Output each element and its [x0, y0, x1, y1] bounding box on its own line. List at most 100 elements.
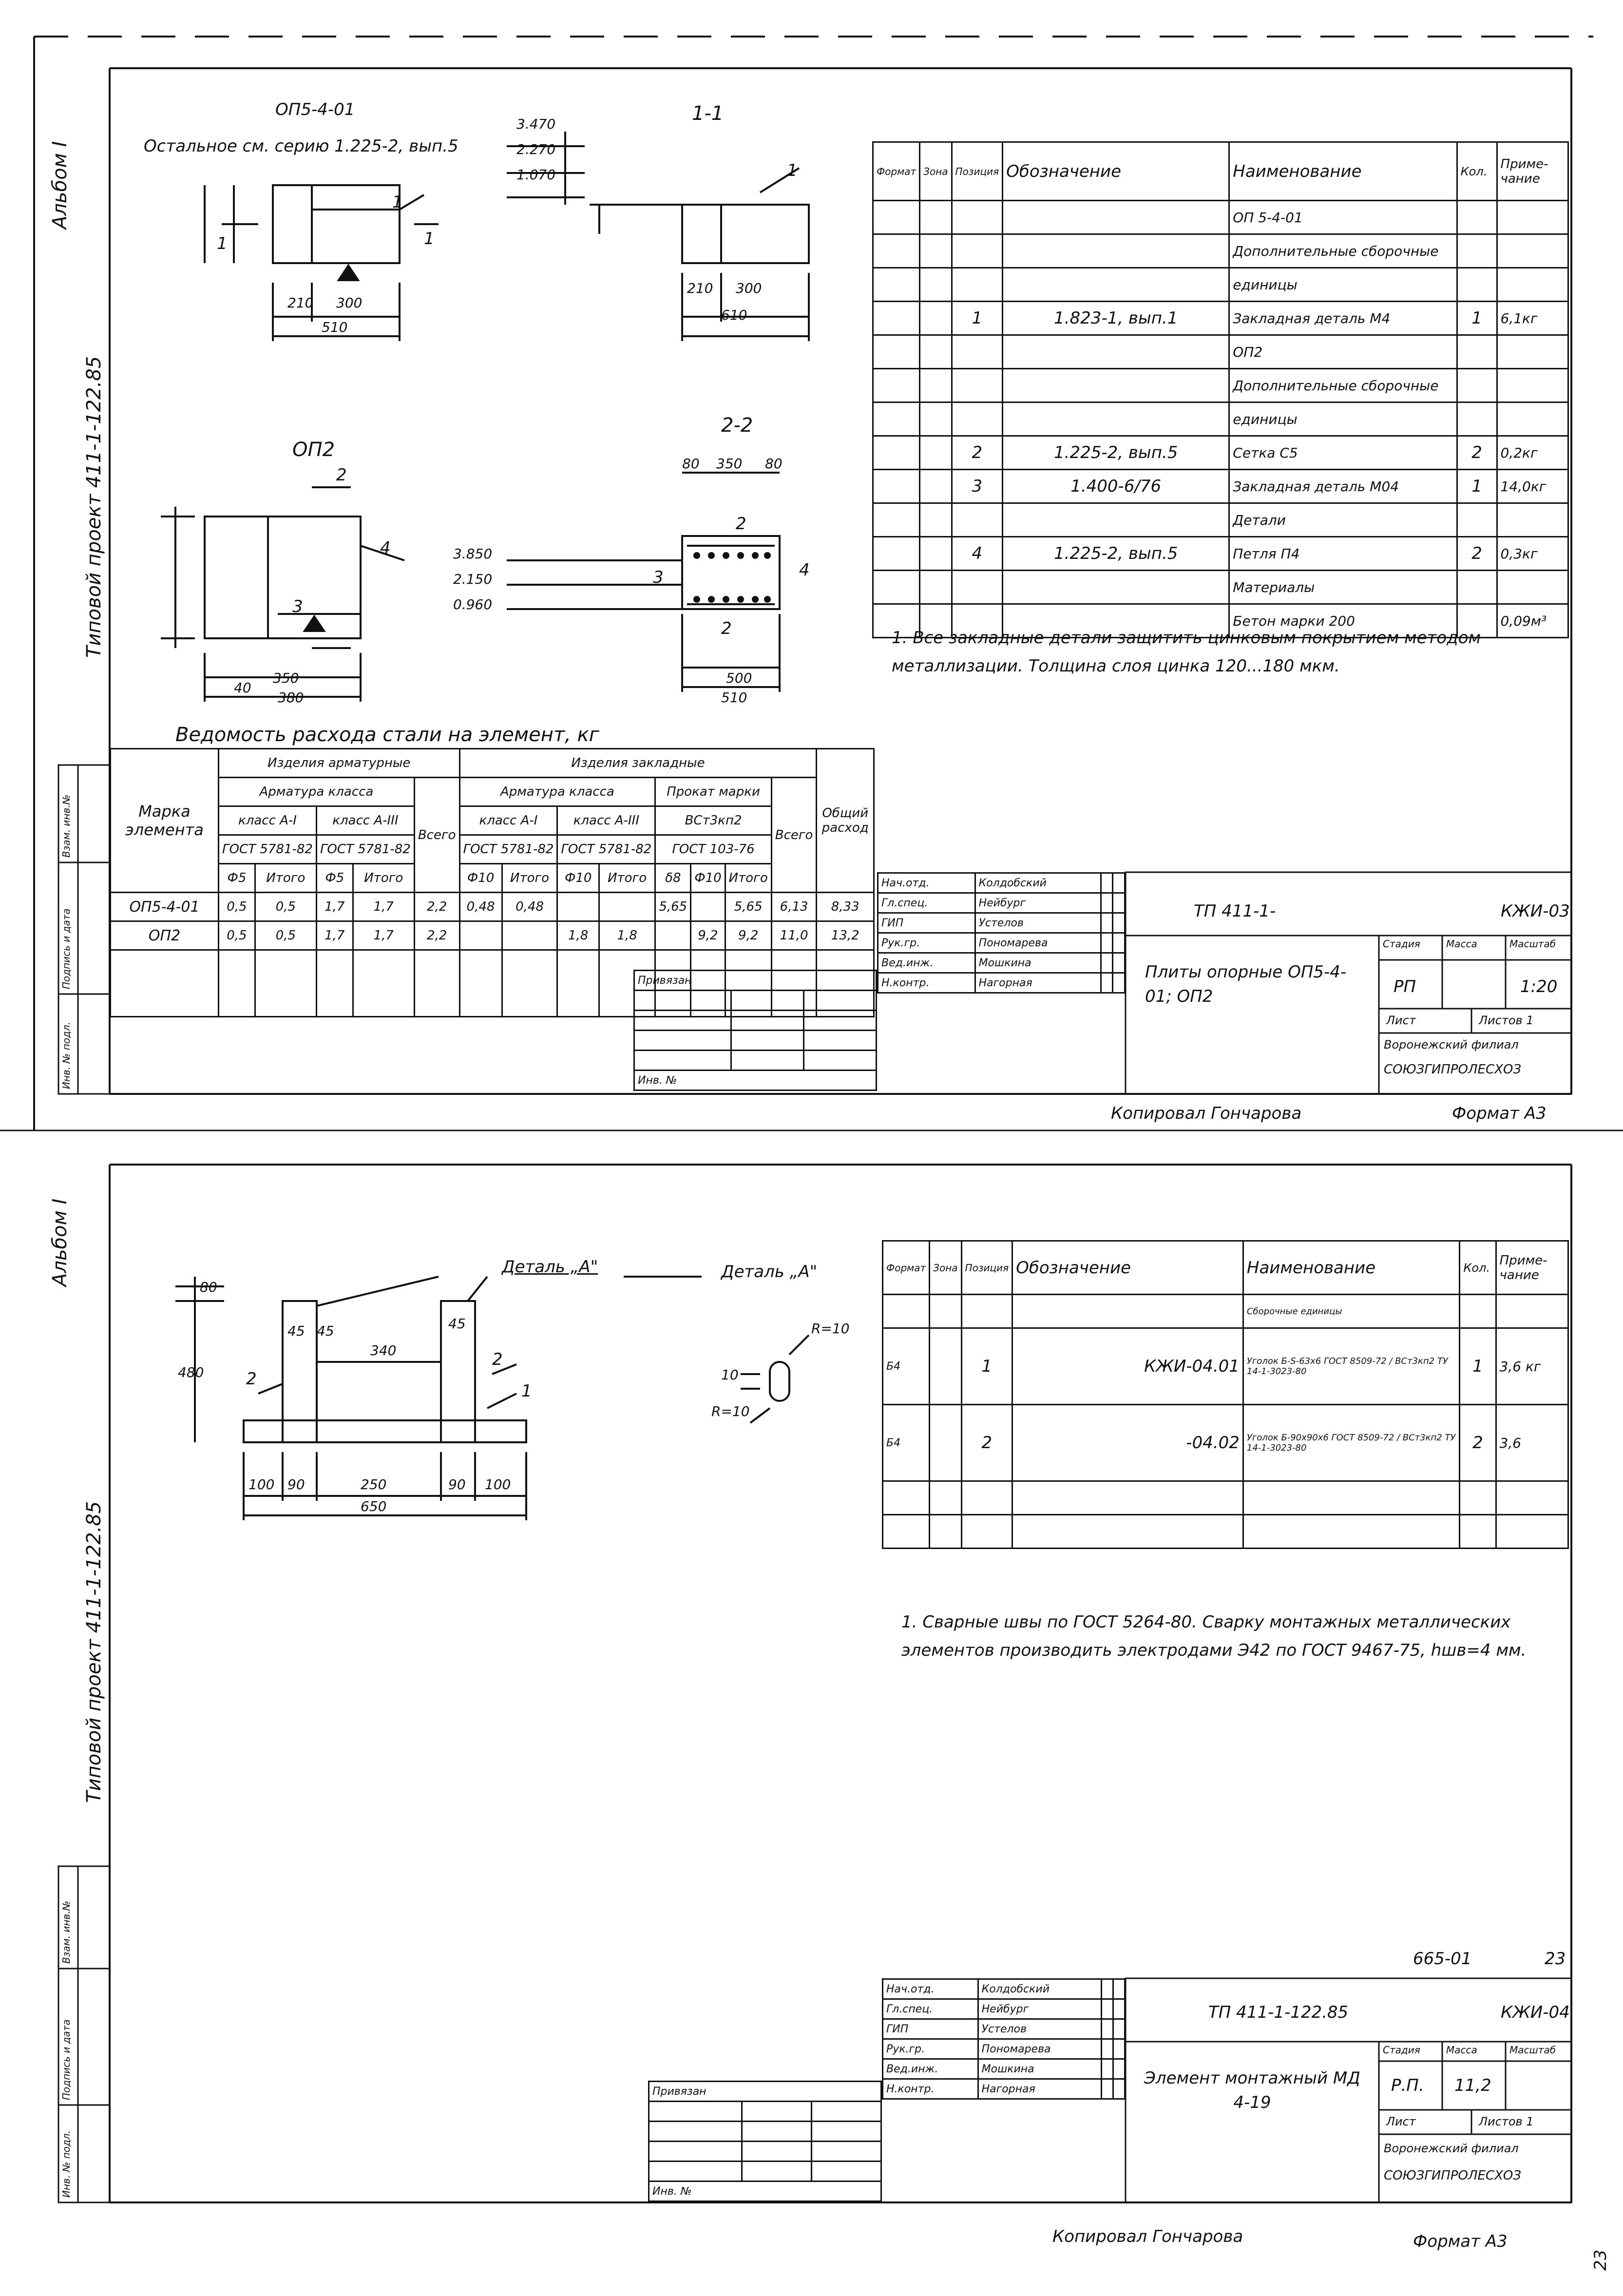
op5-plan-outline	[272, 184, 401, 264]
spec-row: ОП2	[872, 334, 1569, 369]
spec-cell-note	[1495, 1294, 1569, 1329]
level-mark: 2.270	[516, 141, 556, 157]
steel-head-itogo: Итого	[352, 863, 415, 893]
spec-cell-pos: 2	[951, 435, 1004, 470]
spec-head-name: Наименование	[1228, 141, 1458, 201]
spec-cell-zone	[929, 1327, 962, 1405]
spec-cell-name: ОП 5-4-01	[1228, 200, 1458, 235]
spec-cell-name: единицы	[1228, 267, 1458, 302]
spec-row: Детали	[872, 502, 1569, 537]
steel-cell-value: 13,2	[816, 920, 875, 951]
spec-cell-designation: 1.225-2, вып.5	[1002, 536, 1230, 571]
stamp-stadia: Стадия	[1383, 938, 1420, 950]
steel-cell-mark: ОП2	[109, 920, 220, 951]
dim-label: 500	[726, 670, 752, 686]
spec-cell-designation	[1002, 233, 1230, 268]
spec-row: ОП 5-4-01	[872, 200, 1569, 235]
stamp-signature	[1100, 872, 1114, 894]
spec-head-pos: Позиция	[960, 1240, 1013, 1295]
steel-head-itogo: Итого	[598, 863, 656, 893]
steel-head-diameter: Ф10	[458, 863, 503, 893]
spec-cell-pos	[960, 1480, 1013, 1515]
spec-cell-designation: -04.02	[1012, 1404, 1244, 1482]
level-mark: 3.470	[516, 116, 556, 132]
format-label: Формат А3	[1452, 1104, 1547, 1123]
callout-number: 4	[380, 538, 391, 558]
spec-cell-note: 0,3кг	[1496, 536, 1569, 571]
steel-head-rebar-class: Арматура класса	[218, 777, 415, 807]
stamp-name: Пономарева	[974, 932, 1102, 954]
spec-cell-format	[881, 1514, 931, 1549]
steel-cell-value: 11,0	[770, 920, 818, 951]
spec-cell-note	[1496, 570, 1569, 605]
stamp-name: Устелов	[974, 912, 1102, 934]
stamp-massa: Масса	[1446, 938, 1477, 950]
stamp-person-row: Вед.инж.Мошкина	[877, 952, 1126, 974]
stamp-stadia-value: Р.П.	[1391, 2076, 1424, 2095]
spec-head-zone: Зона	[919, 141, 953, 201]
steel-head-thickness: δ8	[654, 863, 692, 893]
stamp-org: СОЮЗГИПРОЛЕСХОЗ	[1384, 1062, 1522, 1077]
steel-cell-value: 9,2	[690, 920, 726, 951]
spec-cell-note	[1496, 334, 1569, 369]
spec-cell-pos	[951, 368, 1004, 403]
spec-cell-name	[1242, 1514, 1461, 1549]
stamp-person-row: Нач.отд.Колдобский	[882, 1978, 1126, 2000]
stamp-date	[1112, 952, 1126, 974]
stamp-title: Плиты опорные ОП5-4-01; ОП2	[1145, 962, 1347, 1006]
spec-cell-qty	[1456, 200, 1498, 235]
callout-number: 3	[653, 568, 664, 587]
spec-head-zone: Зона	[929, 1240, 962, 1295]
steel-head-rolled-gost: ГОСТ 103-76	[654, 834, 772, 864]
spec-row: Материалы	[872, 570, 1569, 605]
stamp-tied-2: Привязан Инв. №	[648, 2081, 882, 2202]
dim-label: 45	[448, 1316, 466, 1332]
spec-cell-qty	[1456, 233, 1498, 268]
dim-label: 80	[765, 456, 783, 472]
spec-cell-qty: 2	[1459, 1404, 1497, 1482]
spec-cell-pos: 1	[951, 301, 1004, 336]
stamp-role: Нач.отд.	[882, 1978, 979, 2000]
spec-cell-format	[872, 233, 921, 268]
spec-cell-format	[872, 570, 921, 605]
stamp-role: Н.контр.	[882, 2078, 979, 2100]
spec-cell-note	[1496, 502, 1569, 537]
spec-cell-format: Б4	[881, 1404, 931, 1482]
spec-cell-qty	[1456, 402, 1498, 437]
stamp-date	[1112, 892, 1126, 914]
dim-label: 45	[317, 1323, 334, 1339]
stamp-role: Гл.спец.	[882, 1998, 979, 2020]
spec-cell-pos: 1	[960, 1327, 1013, 1405]
steel-cell-value: 0,5	[218, 892, 256, 922]
callout-number: 1	[424, 229, 435, 249]
spec-cell-format	[872, 334, 921, 369]
stamp-role: Рук.гр.	[882, 2038, 979, 2060]
callout-number: 2	[246, 1369, 257, 1389]
note-zinc: 1. Все закладные детали защитить цинковы…	[892, 628, 1481, 676]
sheet-number-top: 665-01	[1413, 1949, 1472, 1969]
format-label: Формат А3	[1413, 2232, 1508, 2251]
tied-label: Привязан	[633, 970, 877, 991]
spec-cell-designation	[1002, 402, 1230, 437]
spec-cell-format	[881, 1480, 931, 1515]
stamp-sheet-code: КЖИ-04	[1501, 2003, 1570, 2022]
spec-cell-name: Дополнительные сборочные	[1228, 233, 1458, 268]
steel-cell-value: 5,65	[654, 892, 692, 922]
spec-cell-name: Бетон марки 200	[1228, 603, 1458, 638]
op2-title: ОП2	[292, 439, 335, 461]
spec-cell-note	[1496, 402, 1569, 437]
stamp-name: Нагорная	[974, 972, 1102, 994]
dim-label: 300	[736, 280, 762, 296]
stamp-org: Воронежский филиал	[1384, 1038, 1519, 1052]
spec-cell-zone	[919, 200, 953, 235]
stamp-listov: Листов 1	[1479, 1014, 1534, 1027]
spec-cell-note: 6,1кг	[1496, 301, 1569, 336]
callout-number: 3	[292, 597, 303, 616]
spec-cell-format	[872, 200, 921, 235]
